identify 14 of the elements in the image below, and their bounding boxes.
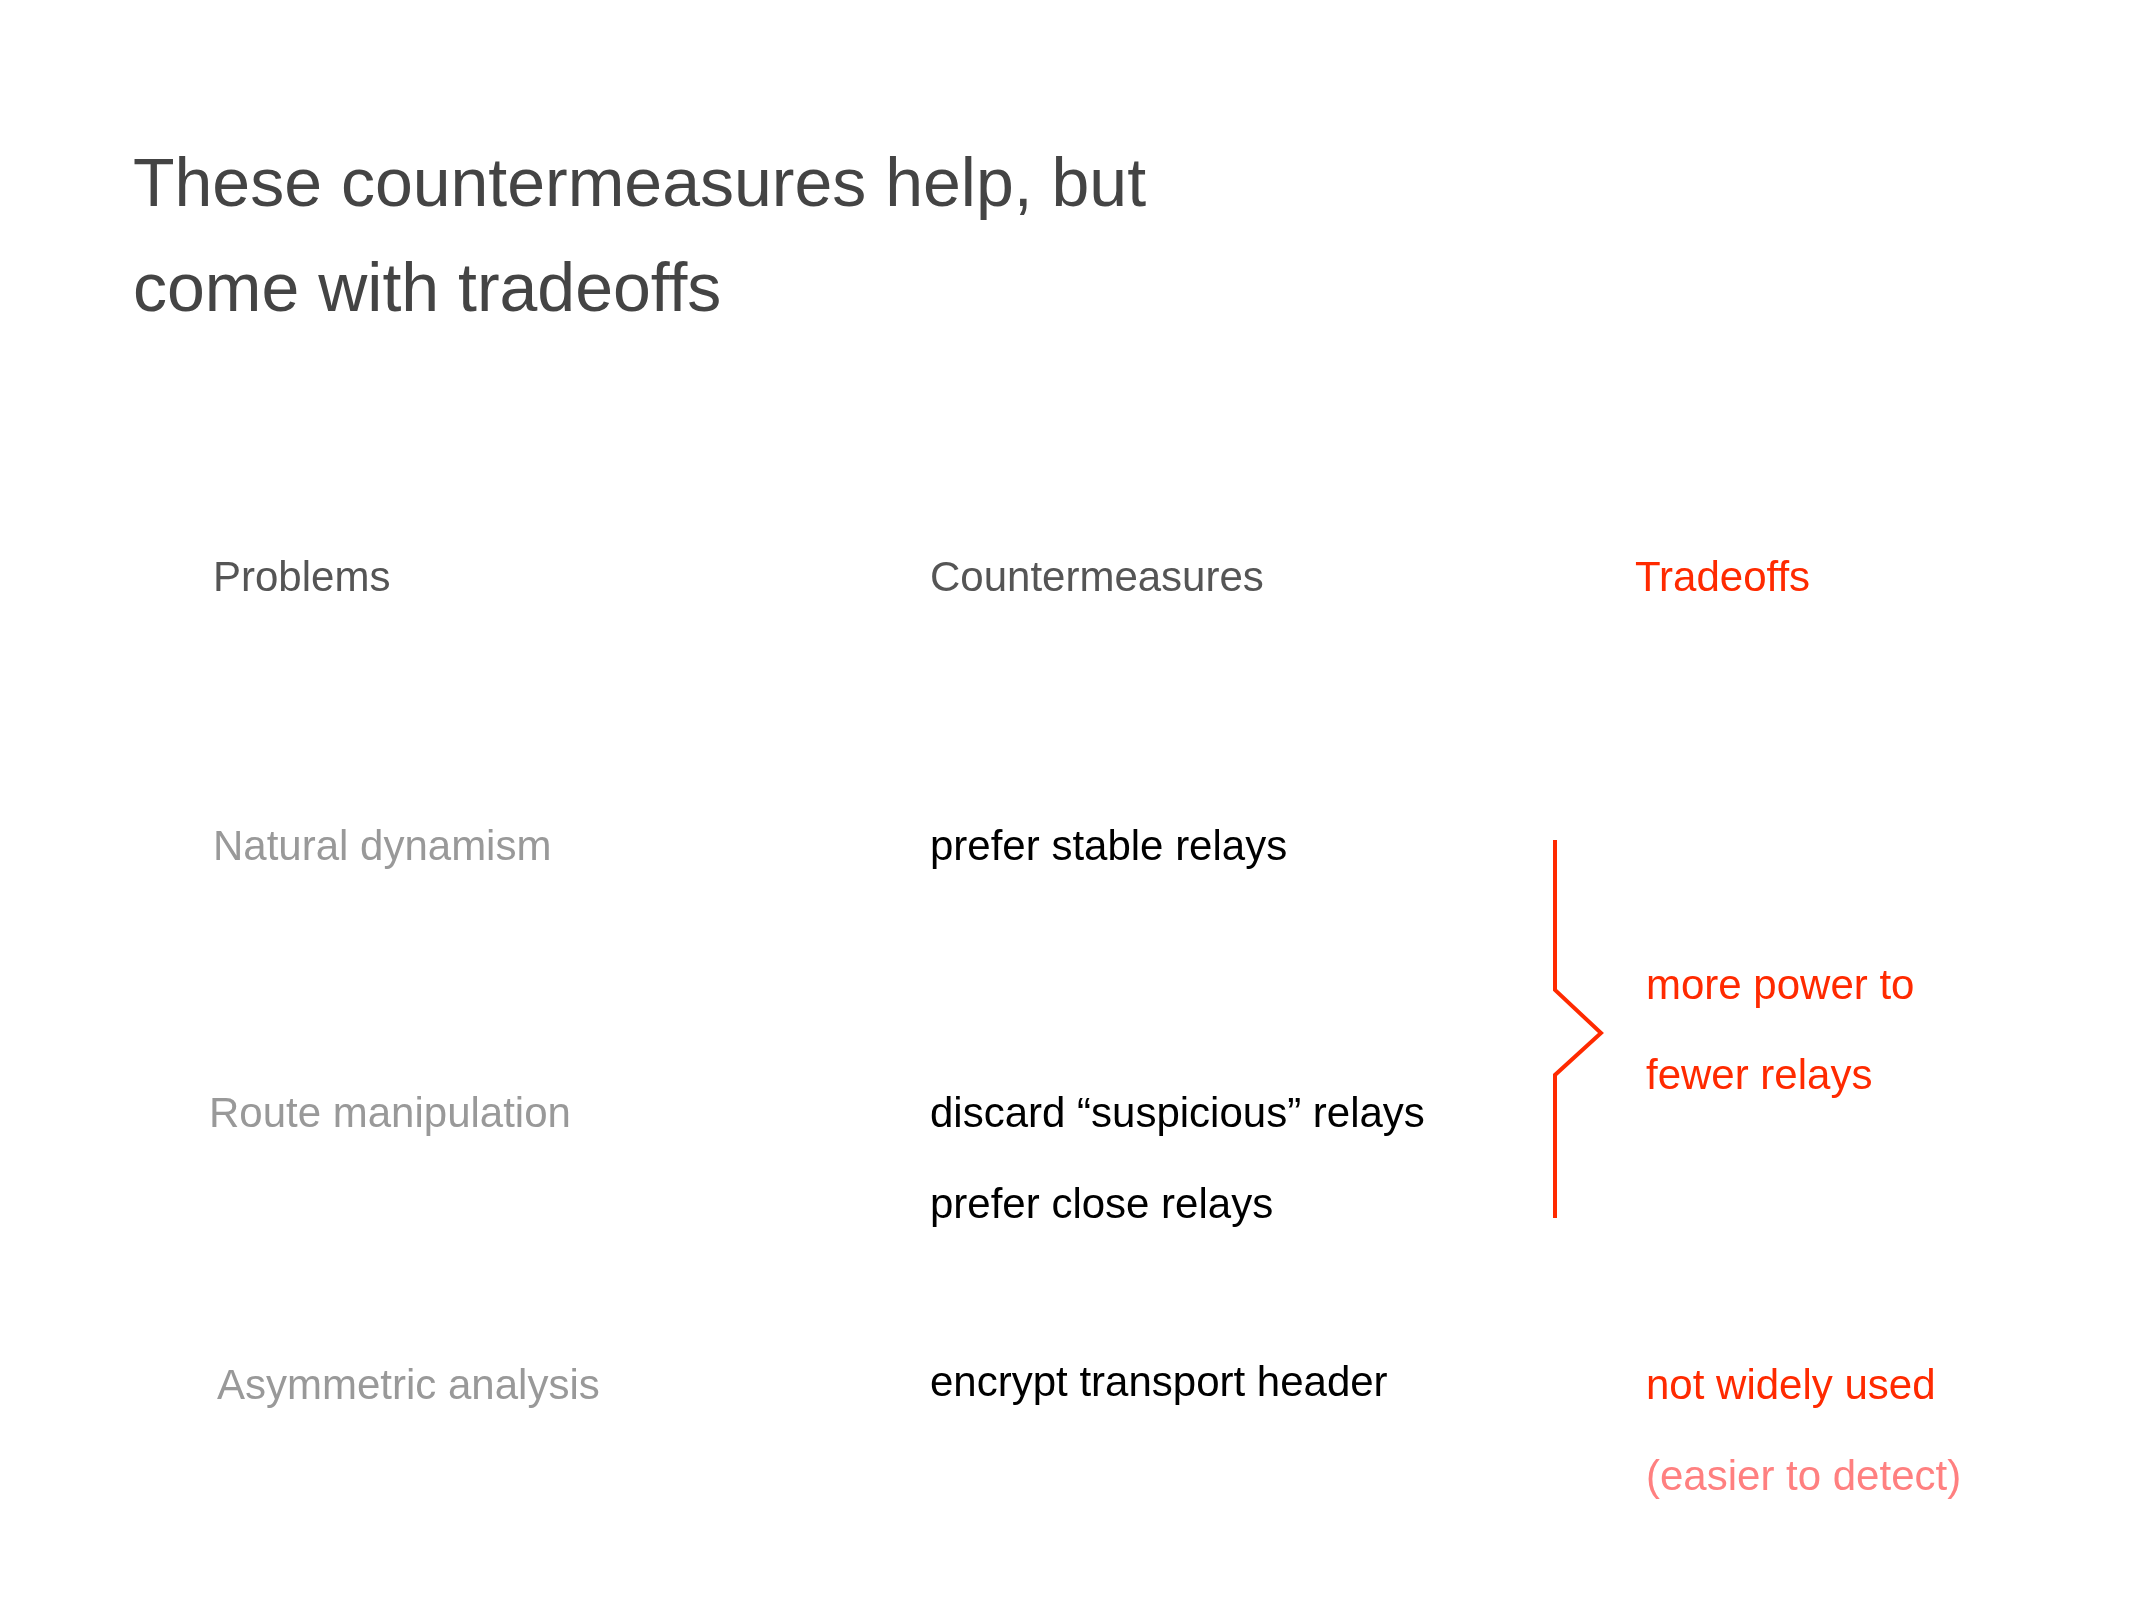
tradeoff-text: more power to fewer relays xyxy=(1646,960,1916,1100)
problem-text: Asymmetric analysis xyxy=(217,1360,600,1410)
countermeasure-text: prefer stable relays xyxy=(930,821,1288,871)
countermeasure-text: prefer close relays xyxy=(930,1179,1274,1229)
column-heading: Tradeoffs xyxy=(1635,552,1811,602)
problem-text: Route manipulation xyxy=(209,1088,571,1138)
problem-text: Natural dynamism xyxy=(213,821,552,871)
column-heading: Countermeasures xyxy=(930,552,1264,602)
slide-title: These countermeasures help, but come with tradeoffs xyxy=(133,143,1148,327)
countermeasure-text: encrypt transport header xyxy=(930,1357,1388,1407)
column-heading: Problems xyxy=(213,552,391,602)
countermeasure-text: discard “suspicious” relays xyxy=(930,1088,1425,1138)
tradeoff-note: (easier to detect) xyxy=(1646,1451,1962,1501)
tradeoff-text: not widely used xyxy=(1646,1360,1936,1410)
